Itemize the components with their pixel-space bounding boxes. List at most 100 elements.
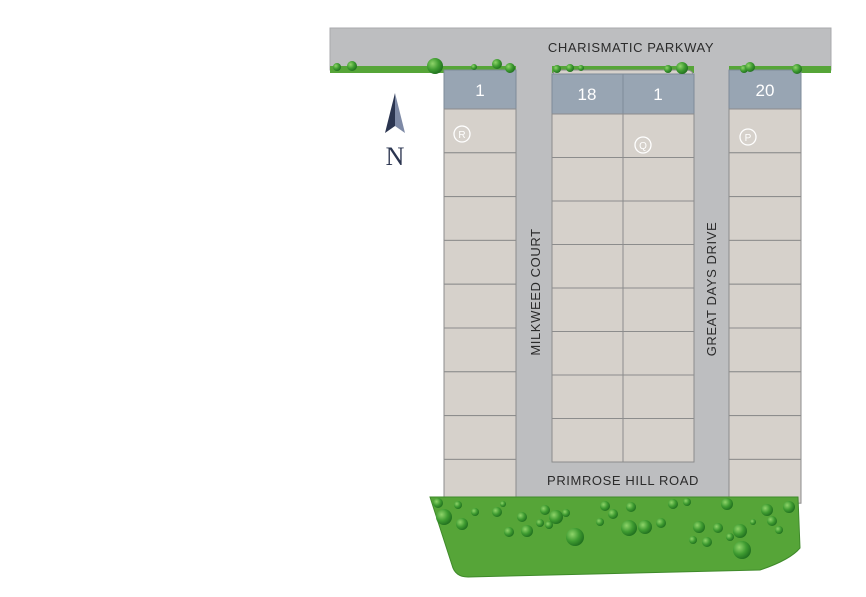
tree-icon: [767, 516, 777, 526]
lot-west[interactable]: [443, 108, 517, 154]
tree-icon: [504, 527, 514, 537]
lot-middle-west-header[interactable]: [551, 73, 624, 115]
badge-east[interactable]: P: [739, 128, 757, 146]
tree-icon: [693, 521, 705, 533]
lot-west[interactable]: [443, 152, 517, 198]
tree-icon: [566, 64, 574, 72]
tree-icon: [521, 525, 533, 537]
street-label-great-days-drive: GREAT DAYS DRIVE: [704, 222, 719, 357]
lot-middle-east[interactable]: [622, 200, 695, 245]
lot-west[interactable]: [443, 283, 517, 329]
compass: N: [385, 93, 405, 171]
tree-icon: [517, 512, 527, 522]
tree-icon: [600, 501, 610, 511]
lot-east[interactable]: [728, 196, 802, 241]
tree-icon: [676, 62, 688, 74]
lot-middle-east[interactable]: [622, 374, 695, 419]
lot-east[interactable]: [728, 108, 802, 154]
lot-east[interactable]: [728, 415, 802, 460]
street-label-charismatic-parkway: CHARISMATIC PARKWAY: [548, 40, 714, 55]
lot-middle-west-header-number: 18: [578, 85, 597, 104]
south-grass-area: [429, 496, 801, 578]
tree-icon: [792, 64, 802, 74]
badge-west[interactable]: R: [453, 125, 471, 143]
tree-icon: [540, 505, 550, 515]
lot-east[interactable]: [728, 458, 802, 504]
tree-icon: [702, 537, 712, 547]
tree-icon: [492, 59, 502, 69]
lot-middle-east[interactable]: [622, 244, 695, 289]
street-label-milkweed-court: MILKWEED COURT: [528, 228, 543, 355]
milkweed-court-road: [516, 66, 552, 498]
tree-icon: [427, 58, 443, 74]
tree-icon: [775, 526, 783, 534]
tree-icon: [733, 524, 747, 538]
tree-icon: [549, 510, 563, 524]
lot-east[interactable]: [728, 371, 802, 417]
lot-west[interactable]: [443, 371, 517, 417]
lot-middle-east[interactable]: [622, 157, 695, 202]
lot-middle-west[interactable]: [551, 331, 624, 376]
lot-middle-west[interactable]: [551, 113, 624, 158]
tree-icon: [621, 520, 637, 536]
lot-east-header-number: 20: [756, 81, 775, 100]
tree-icon: [733, 541, 751, 559]
lot-west[interactable]: [443, 196, 517, 241]
tree-icon: [333, 63, 341, 71]
great-days-drive-road: [694, 66, 729, 498]
east-lot-column: [728, 69, 802, 504]
lot-east[interactable]: [728, 283, 802, 329]
north-arrow-icon: [385, 93, 405, 133]
lot-middle-east[interactable]: [622, 331, 695, 376]
tree-icon: [721, 498, 733, 510]
tree-icon: [500, 501, 506, 507]
tree-icon: [656, 518, 666, 528]
lot-middle-west[interactable]: [551, 287, 624, 332]
lot-middle-west[interactable]: [551, 200, 624, 245]
street-label-primrose-hill-road: PRIMROSE HILL ROAD: [547, 473, 699, 488]
tree-icon: [668, 499, 678, 509]
tree-icon: [553, 65, 561, 73]
tree-icon: [608, 509, 618, 519]
badge-east-letter: P: [745, 133, 752, 144]
lot-middle-west[interactable]: [551, 244, 624, 289]
lot-east-header[interactable]: [728, 69, 802, 110]
lot-middle-east[interactable]: [622, 113, 695, 158]
lot-middle-east-header[interactable]: [622, 73, 695, 115]
badge-middle-letter: Q: [639, 141, 647, 152]
lot-east[interactable]: [728, 152, 802, 198]
tree-icon: [664, 65, 672, 73]
lot-west[interactable]: [443, 327, 517, 373]
tree-icon: [471, 64, 477, 70]
tree-group: [333, 58, 802, 559]
badge-middle[interactable]: Q: [634, 136, 652, 154]
tree-icon: [726, 533, 734, 541]
tree-icon: [347, 61, 357, 71]
lot-middle-east[interactable]: [622, 287, 695, 332]
tree-icon: [471, 508, 479, 516]
tree-icon: [626, 502, 636, 512]
tree-icon: [456, 518, 468, 530]
tree-icon: [492, 507, 502, 517]
lot-west[interactable]: [443, 239, 517, 285]
tree-icon: [505, 63, 515, 73]
lot-west[interactable]: [443, 415, 517, 460]
lot-middle-east-header-number: 1: [653, 85, 662, 104]
lot-west-header[interactable]: [443, 69, 517, 110]
lot-middle-west[interactable]: [551, 157, 624, 202]
lot-east[interactable]: [728, 239, 802, 285]
lot-middle-west[interactable]: [551, 374, 624, 419]
compass-label: N: [386, 142, 405, 171]
lot-west[interactable]: [443, 458, 517, 504]
lot-middle-west[interactable]: [551, 418, 624, 463]
lot-east[interactable]: [728, 327, 802, 373]
west-lot-column: [443, 69, 517, 504]
lot-middle-east[interactable]: [622, 418, 695, 463]
tree-icon: [578, 65, 584, 71]
tree-icon: [596, 518, 604, 526]
tree-icon: [689, 536, 697, 544]
tree-icon: [750, 519, 756, 525]
tree-icon: [536, 519, 544, 527]
tree-icon: [761, 504, 773, 516]
